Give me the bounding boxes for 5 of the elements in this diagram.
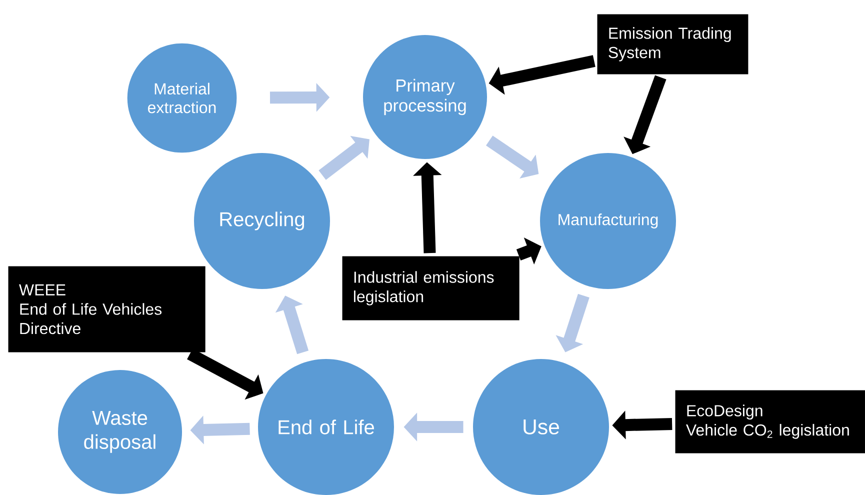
- policy-box: Emission Trading System: [597, 14, 748, 74]
- policy-box: WEEE End of Life Vehicles Directive: [8, 266, 206, 352]
- arrow: [318, 136, 370, 180]
- policy-box: EcoDesign Vehicle CO$_{2}$ legislation: [675, 390, 865, 454]
- policy-box: Industrial emissions legislation: [342, 256, 520, 320]
